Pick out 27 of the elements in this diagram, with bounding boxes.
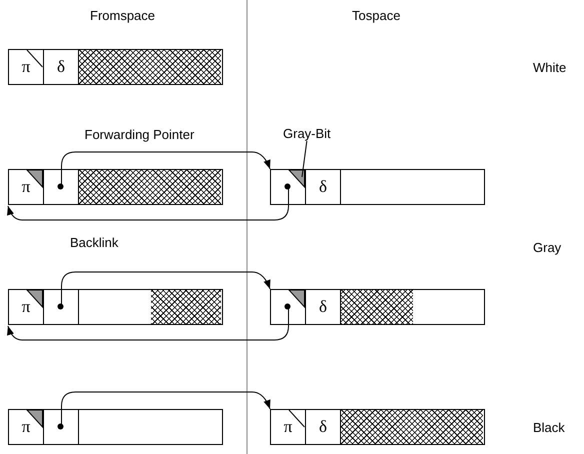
memory-object xyxy=(270,289,485,325)
row-label: White xyxy=(533,60,566,75)
header-cell: π xyxy=(9,50,44,84)
memory-object xyxy=(270,409,485,445)
column-heading: Tospace xyxy=(352,8,400,23)
memory-object xyxy=(8,289,223,325)
memory-object xyxy=(270,169,485,205)
header-cell: π xyxy=(9,410,44,444)
header-cell: δ xyxy=(306,170,341,204)
row-label: Gray xyxy=(533,240,562,255)
header-cell: π xyxy=(9,290,44,324)
arrow xyxy=(7,306,289,340)
row-label: Black xyxy=(533,420,565,435)
header-cell: π xyxy=(271,410,306,444)
leader-line xyxy=(302,140,308,178)
header-cell: δ xyxy=(44,50,79,84)
header-cell: π xyxy=(9,170,44,204)
memory-object xyxy=(8,49,223,85)
memory-object xyxy=(8,169,223,205)
header-cell: δ xyxy=(306,290,341,324)
column-heading: Fromspace xyxy=(90,8,156,23)
header-cell: δ xyxy=(306,410,341,444)
callout-label: Gray-Bit xyxy=(283,126,331,141)
edge-label: Backlink xyxy=(70,235,118,250)
arrow xyxy=(7,186,289,220)
memory-object xyxy=(8,409,223,445)
edge-label: Forwarding Pointer xyxy=(84,127,194,142)
